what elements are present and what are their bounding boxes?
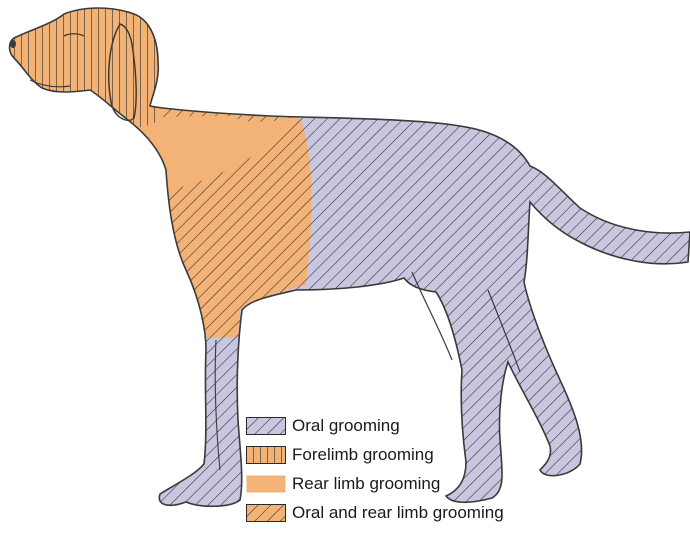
legend-item-forelimb: Forelimb grooming [246,445,504,465]
legend-item-oral-rear: Oral and rear limb grooming [246,503,504,523]
legend-label: Forelimb grooming [292,445,434,465]
legend-item-rear: Rear limb grooming [246,474,504,494]
legend-label: Oral and rear limb grooming [292,503,504,523]
legend-item-oral: Oral grooming [246,416,504,436]
swatch-oral-rear-icon [246,504,286,522]
swatch-oral-icon [246,417,286,435]
swatch-forelimb-icon [246,446,286,464]
legend-label: Rear limb grooming [292,474,440,494]
legend-label: Oral grooming [292,416,400,436]
swatch-rear-icon [246,475,286,493]
legend: Oral grooming Forelimb grooming Rear lim… [246,416,504,532]
